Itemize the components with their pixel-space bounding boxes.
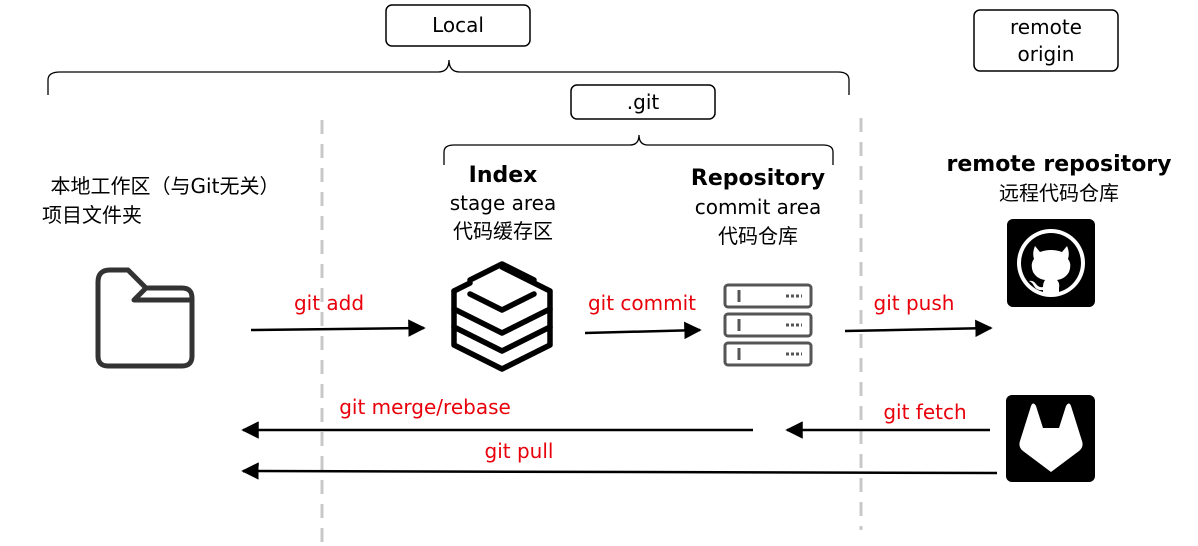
gitlab-icon <box>1006 395 1095 482</box>
github-icon <box>1007 219 1095 307</box>
local-label: Local <box>432 13 484 37</box>
local-brace <box>47 59 850 95</box>
git-add-label: git add <box>294 291 364 315</box>
git-merge-label: git merge/rebase <box>339 395 511 419</box>
git-add-arrow <box>250 319 426 337</box>
working-dir-subtitle: 项目文件夹 <box>42 203 142 227</box>
remote-repository-title: remote repository <box>947 152 1172 177</box>
index-chinese: 代码缓存区 <box>453 219 553 243</box>
repository-chinese: 代码仓库 <box>718 224 798 248</box>
git-dir-brace <box>443 134 834 165</box>
remote-origin-line1: remote <box>1010 15 1082 39</box>
git-pull-label: git pull <box>485 439 554 463</box>
git-pull-arrow <box>241 462 998 480</box>
folder-icon <box>95 267 195 369</box>
remote-origin-box: remote origin <box>973 9 1119 72</box>
index-title: Index <box>469 163 538 188</box>
git-dir-label: .git <box>627 90 660 114</box>
remote-repository-chinese: 远程代码仓库 <box>999 181 1119 205</box>
layers-icon <box>451 261 553 372</box>
git-fetch-label: git fetch <box>883 400 966 424</box>
repository-title: Repository <box>691 166 825 191</box>
git-push-arrow <box>844 319 993 338</box>
git-commit-label: git commit <box>588 291 696 315</box>
server-icon <box>723 283 813 367</box>
remote-origin-line2: origin <box>1018 42 1075 66</box>
git-push-label: git push <box>874 291 955 315</box>
index-subtitle: stage area <box>450 191 556 215</box>
local-label-box: Local <box>385 4 531 47</box>
git-dir-box: .git <box>570 84 716 120</box>
git-commit-arrow <box>584 321 702 340</box>
working-dir-title: 本地工作区（与Git无关） <box>51 174 280 198</box>
repository-subtitle: commit area <box>695 195 822 219</box>
